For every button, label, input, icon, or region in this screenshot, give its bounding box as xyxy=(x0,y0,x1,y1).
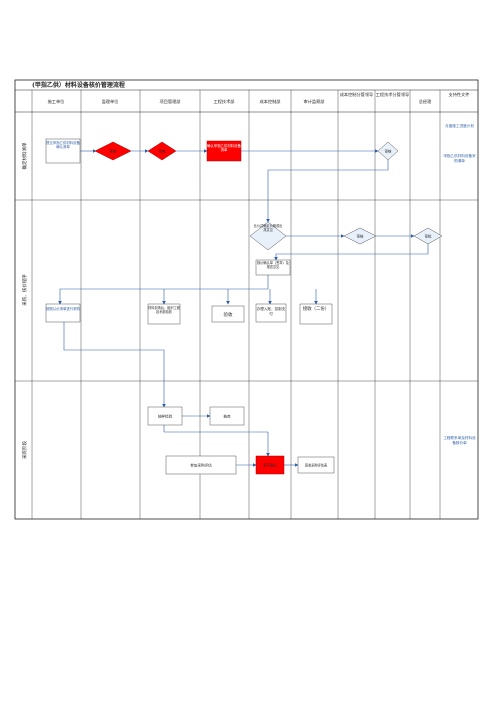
lane-label-2: 采购、核价程序 xyxy=(21,274,28,306)
node-approve-tech-lead-label: 审核 xyxy=(385,149,393,154)
node-cost-report[interactable] xyxy=(297,456,335,474)
node-quote-compare[interactable] xyxy=(249,221,287,251)
support-doc-1: 月度施工进度计划 xyxy=(445,124,474,128)
node-confirm-tech[interactable] xyxy=(206,140,242,162)
node-cost-sign-label: 签字确认 xyxy=(263,463,277,468)
node-check-pm[interactable] xyxy=(147,141,177,161)
col-header-tech: 工程技术部 xyxy=(214,98,235,105)
node-sample-label: 抽查 xyxy=(223,414,231,419)
node-sample[interactable] xyxy=(209,406,245,426)
node-audit-accept[interactable] xyxy=(299,303,333,325)
lane-label-3: 采购阶段 xyxy=(21,441,28,459)
node-cost-pay[interactable] xyxy=(255,303,287,323)
support-doc-3: 工程联系单及材料设备核价单 xyxy=(443,436,476,445)
col-header-contractor: 施工单位 xyxy=(48,98,65,105)
col-header-tech-lead: 工程技术分管领导 xyxy=(375,92,410,97)
node-tech-accept-label: 验收 xyxy=(224,311,233,318)
node-sample-check[interactable] xyxy=(147,406,183,426)
col-header-cost: 成本控制部 xyxy=(260,98,281,105)
col-header-audit: 审计监察部 xyxy=(304,98,325,105)
node-pm-arrival-label: 材料到场后，组织工程技术部验收 xyxy=(148,306,180,314)
col-header-support: 支持性文件 xyxy=(448,92,470,97)
node-purchase-assess[interactable] xyxy=(165,455,237,475)
support-doc-2: 甲指乙供材料设备采购清单 xyxy=(443,154,476,163)
connectors xyxy=(58,149,429,467)
node-check-pm-label: 审核 xyxy=(159,149,166,154)
node-check-supervisor[interactable] xyxy=(94,141,132,161)
node-confirm-list[interactable] xyxy=(255,259,291,276)
col-header-supervisor: 监理单位 xyxy=(102,98,119,105)
node-cost-sign[interactable] xyxy=(255,455,285,475)
node-pm-arrival[interactable] xyxy=(147,303,181,325)
node-approve-gm-label: 审批 xyxy=(425,234,433,239)
node-cost-report-label: 签收采购评估表 xyxy=(305,463,328,468)
node-quote-compare-label: 比价并确定价格或出具意见 xyxy=(253,224,283,232)
node-approve-cost-lead[interactable] xyxy=(343,227,377,245)
node-sample-check-label: 抽样检验 xyxy=(158,414,173,419)
col-header-cost-lead: 成本控制分管领导 xyxy=(339,92,374,97)
lane-label-1: 确定材料清单 xyxy=(21,142,28,169)
node-contractor-purchase-label: 按照认价清单进行采购 xyxy=(46,307,80,311)
node-submit[interactable] xyxy=(45,138,81,164)
node-approve-cost-lead-label: 审核 xyxy=(357,234,365,239)
node-purchase-assess-label: 参加采购评估 xyxy=(190,463,212,468)
node-submit-label: 提交甲指乙供材料设备确认清单 xyxy=(46,141,80,150)
node-tech-accept[interactable] xyxy=(211,305,245,323)
node-approve-gm[interactable] xyxy=(413,227,443,245)
node-approve-tech-lead[interactable] xyxy=(377,141,399,161)
column-grid xyxy=(31,90,441,519)
node-contractor-purchase[interactable] xyxy=(45,303,81,323)
col-header-gm: 总经理 xyxy=(419,98,432,104)
node-audit-accept-label: 接收（二份） xyxy=(302,307,330,312)
col-header-pm: 项目管理部 xyxy=(160,98,181,105)
node-cost-pay-label: 办理入账，控制支付 xyxy=(256,307,286,316)
node-confirm-tech-label: 确认甲指乙供材料设备清单 xyxy=(207,144,241,153)
chart-title: (甲指乙供）材料设备核价管理流程 xyxy=(32,81,125,89)
node-confirm-list-label: 核价确认单（签章）及报送意见 xyxy=(257,261,289,269)
chart-frame xyxy=(14,79,479,520)
node-check-supervisor-label: 审核 xyxy=(110,149,117,154)
